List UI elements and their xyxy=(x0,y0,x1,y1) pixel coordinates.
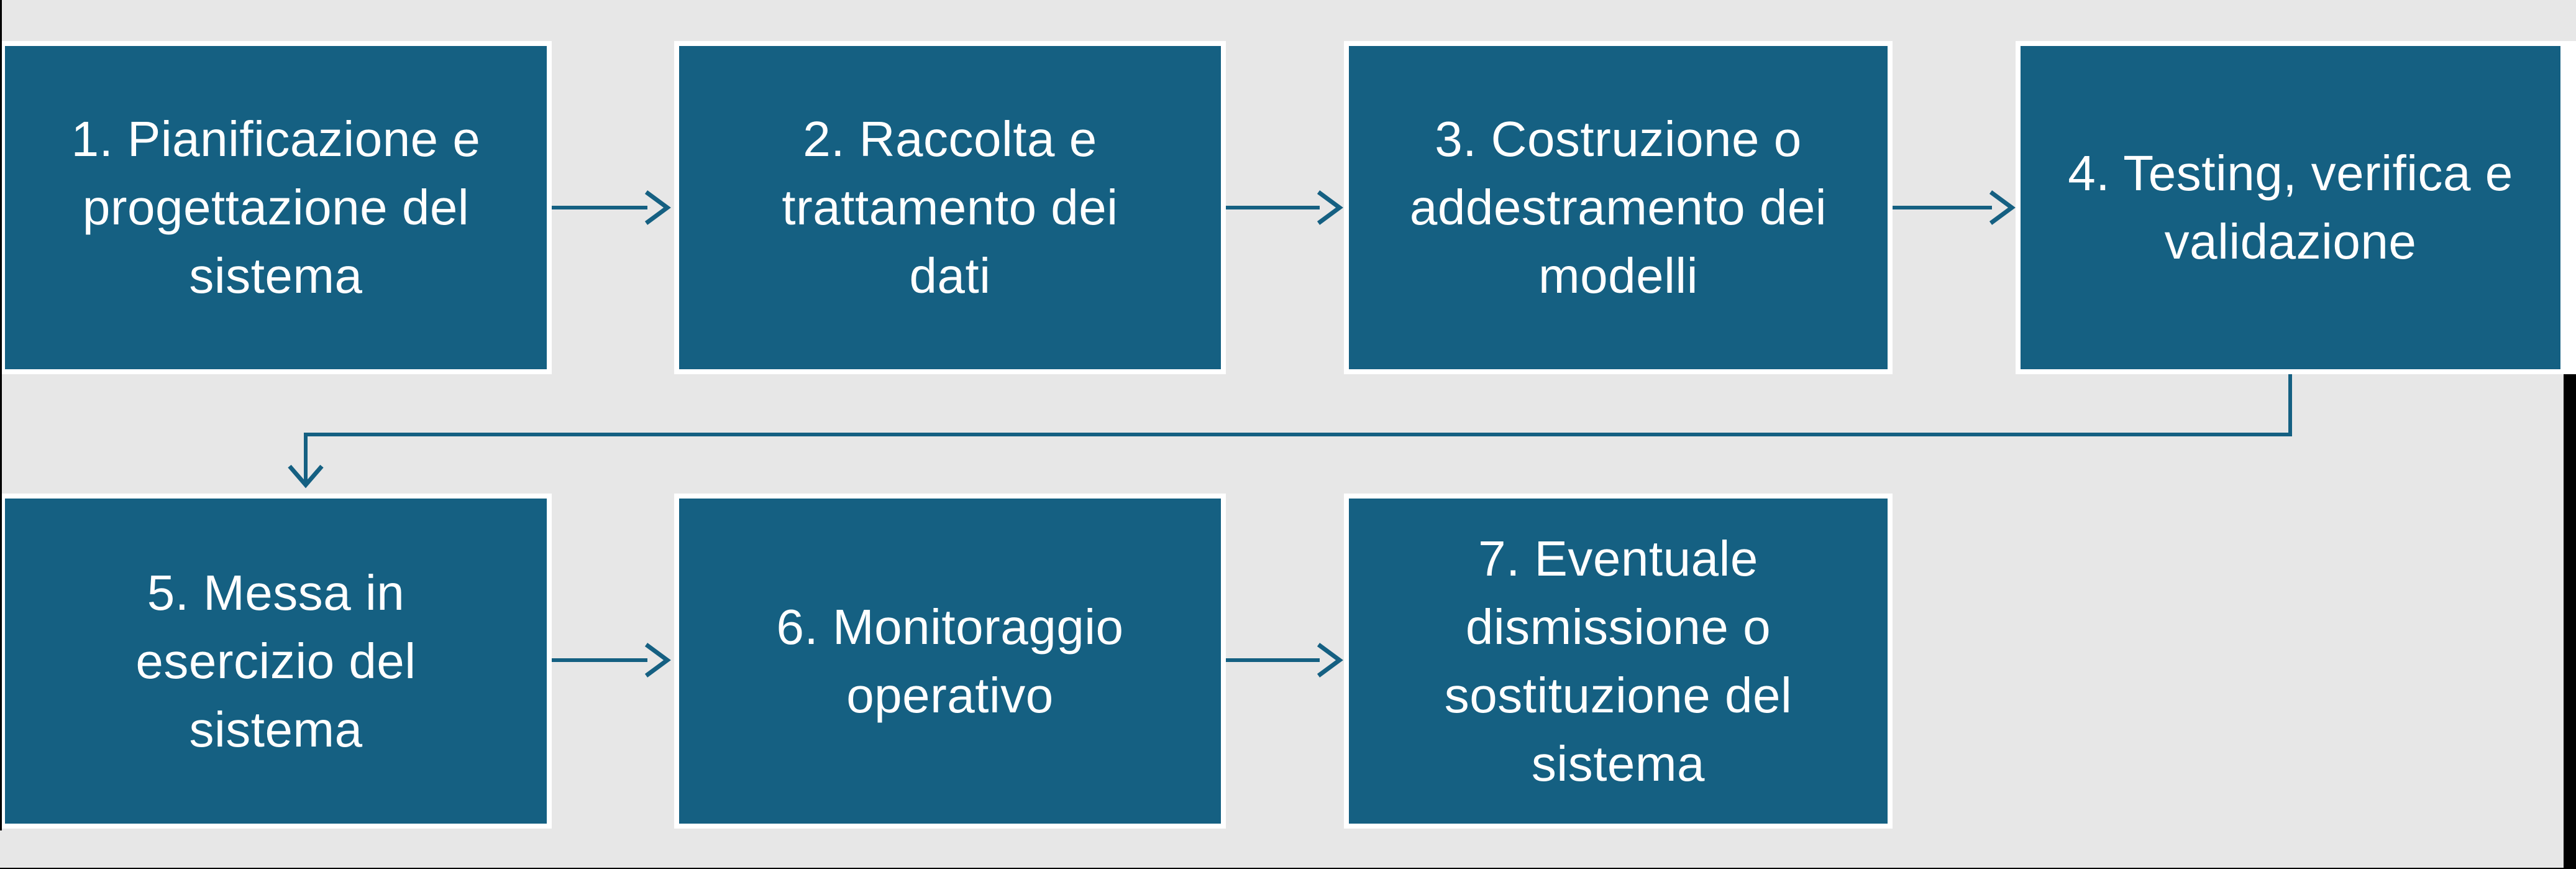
screen-edge-bottom-line xyxy=(0,868,2564,869)
step-box-6-label: 6. Monitoraggio operativo xyxy=(776,599,1124,723)
arrow-3-to-4 xyxy=(1893,190,2016,225)
step-box-4-testing[interactable]: 4. Testing, verifica e validazione xyxy=(2016,41,2576,374)
step-box-4-label: 4. Testing, verifica e validazione xyxy=(2068,145,2513,269)
step-box-7-dismissione[interactable]: 7. Eventuale dismissione o sostituzione … xyxy=(1344,494,1893,829)
screen-edge-left-line xyxy=(0,0,2,830)
screen-edge-right-bar xyxy=(2564,374,2576,869)
arrow-6-to-7 xyxy=(1226,643,1343,678)
step-box-1-label: 1. Pianificazione e progettazione del si… xyxy=(71,111,481,303)
step-box-3-label: 3. Costruzione o addestramento dei model… xyxy=(1409,111,1827,303)
step-box-5-messa-in-esercizio[interactable]: 5. Messa in esercizio del sistema xyxy=(0,494,552,829)
step-box-6-monitoraggio[interactable]: 6. Monitoraggio operativo xyxy=(674,494,1226,829)
step-box-3-costruzione[interactable]: 3. Costruzione o addestramento dei model… xyxy=(1344,41,1893,374)
arrow-2-to-3 xyxy=(1226,190,1343,225)
arrow-5-to-6 xyxy=(550,643,671,678)
step-box-2-raccolta[interactable]: 2. Raccolta e trattamento dei dati xyxy=(674,41,1226,374)
arrow-1-to-2 xyxy=(550,190,671,225)
step-box-2-label: 2. Raccolta e trattamento dei dati xyxy=(782,111,1118,303)
step-box-1-pianificazione[interactable]: 1. Pianificazione e progettazione del si… xyxy=(0,41,552,374)
elbow-connector-4-to-5 xyxy=(288,374,2292,489)
step-box-7-label: 7. Eventuale dismissione o sostituzione … xyxy=(1444,530,1793,791)
step-box-5-label: 5. Messa in esercizio del sistema xyxy=(135,564,416,757)
